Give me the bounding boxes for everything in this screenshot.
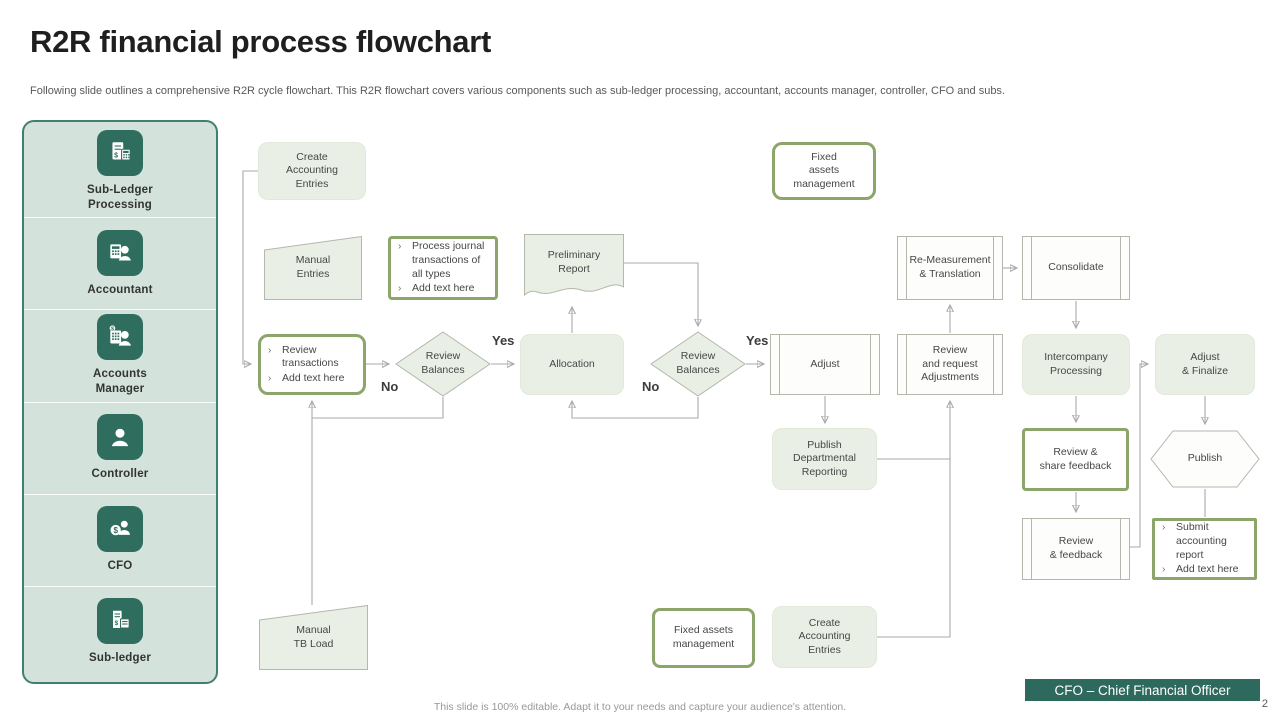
sidebar-item-label: Accountant [87, 283, 153, 296]
bullet-text: Submit accounting report [1176, 521, 1227, 561]
svg-text:$: $ [111, 326, 114, 332]
node-review-share-feedback: Review & share feedback [1022, 428, 1129, 491]
person-dollar-icon: $ [97, 506, 143, 553]
node-allocation: Allocation [520, 334, 624, 395]
callout-process-journal: › Process journal transactions of all typ… [388, 236, 498, 300]
node-review-balances-2: Review Balances [650, 331, 746, 397]
bullet-text: Add text here [282, 371, 345, 384]
connector-diamond1-no-elbow [312, 397, 444, 419]
svg-text:$: $ [115, 620, 119, 627]
node-publish: Publish [1150, 430, 1260, 488]
node-preliminary-report: Preliminary Report [524, 234, 624, 302]
bullet-text: Review transactions [282, 343, 339, 370]
node-re-measurement-translation: Re-Measurement & Translation [897, 236, 1003, 300]
bullet-marker: › [268, 344, 272, 356]
sidebar-item-label: Sub-Ledger Processing [87, 183, 153, 212]
callout-review-transactions: › Review transactions › Add text here [258, 334, 366, 395]
node-manual-entries: Manual Entries [264, 236, 362, 300]
node-create-accounting-entries-top: Create Accounting Entries [258, 142, 366, 200]
person-icon [97, 413, 143, 460]
sidebar-item-sub-ledger-processing: $ Sub-Ledger Processing [24, 126, 216, 217]
node-review-balances-1: Review Balances [395, 331, 491, 397]
sidebar-item-accounts-manager: $ Accounts Manager [24, 309, 216, 401]
bullet-text: Add text here [1176, 563, 1239, 576]
connector-diamond2-no-allocation [572, 397, 699, 419]
receipt-card-icon: $ [97, 598, 143, 645]
bullet-marker: › [398, 241, 402, 253]
sidebar-item-accountant: Accountant [24, 217, 216, 309]
bullet-marker: › [398, 283, 402, 295]
decision-label-no-2: No [642, 379, 660, 394]
node-review-request-adjustments: Review and request Adjustments [897, 334, 1003, 395]
node-create-accounting-entries-bottom: Create Accounting Entries [772, 606, 877, 668]
sidebar-item-label: CFO [107, 560, 133, 573]
node-adjust-finalize: Adjust & Finalize [1155, 334, 1255, 395]
page-subtitle: Following slide outlines a comprehensive… [30, 85, 1005, 97]
bullet-marker: › [1162, 564, 1166, 576]
sidebar-item-sub-ledger: $ Sub-ledger [24, 585, 216, 678]
calculator-person-dollar-icon: $ [97, 313, 143, 360]
node-adjust: Adjust [770, 334, 880, 395]
page-number: 2 [1261, 698, 1268, 710]
node-fixed-assets-management-top: Fixed assets management [772, 142, 876, 200]
node-publish-departmental-reporting: Publish Departmental Reporting [772, 428, 877, 490]
calculator-person-icon [97, 229, 143, 276]
sidebar-item-controller: Controller [24, 401, 216, 494]
svg-text:$: $ [114, 526, 119, 535]
callout-submit-accounting-report: › Submit accounting report › Add text here [1152, 518, 1257, 580]
decision-label-no-1: No [381, 379, 399, 394]
svg-text:$: $ [114, 152, 118, 159]
sidebar-item-label: Sub-ledger [88, 652, 152, 665]
node-manual-tb-load: Manual TB Load [259, 605, 368, 670]
bullet-text: Add text here [412, 282, 475, 295]
footer-note: This slide is 100% editable. Adapt it to… [433, 701, 847, 713]
sidebar-item-cfo: $ CFO [24, 493, 216, 586]
role-legend-panel: $ Sub-Ledger Processing [22, 120, 218, 684]
connector-cae-to-rra [877, 402, 950, 638]
connector-rf-to-af [1130, 364, 1147, 548]
connector-create-to-review [242, 170, 258, 364]
connector-report-to-diamond2 [624, 262, 698, 325]
cfo-legend-badge: CFO – Chief Financial Officer [1025, 679, 1260, 701]
node-fixed-assets-management-bottom: Fixed assets management [652, 608, 755, 668]
decision-label-yes-2: Yes [746, 333, 769, 348]
node-review-feedback: Review & feedback [1022, 518, 1130, 580]
bullet-marker: › [1162, 522, 1166, 534]
sidebar-item-label: Controller [91, 467, 149, 480]
bullet-text: Process journal transactions of all type… [412, 240, 485, 280]
ledger-calculator-icon: $ [97, 129, 143, 176]
sidebar-item-label: Accounts Manager [93, 367, 147, 396]
node-consolidate: Consolidate [1022, 236, 1130, 300]
page-title: R2R financial process flowchart [30, 24, 491, 59]
node-intercompany-processing: Intercompany Processing [1022, 334, 1130, 395]
decision-label-yes-1: Yes [492, 333, 515, 348]
bullet-marker: › [268, 372, 272, 384]
